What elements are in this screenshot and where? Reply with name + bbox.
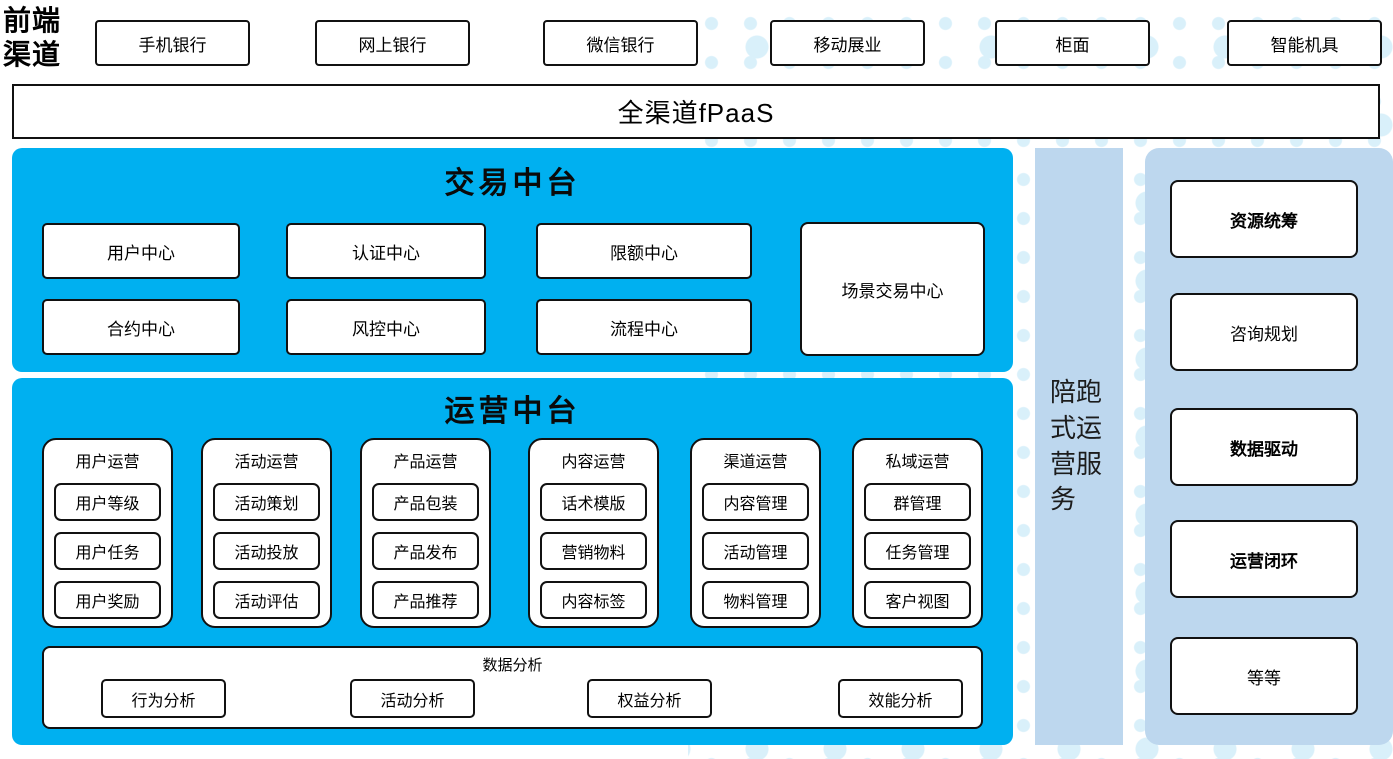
service-box-etc: 等等 [1170,637,1358,715]
analysis-box-efficiency: 效能分析 [838,679,963,718]
op-group-item: 话术模版 [540,483,647,521]
op-group-title: 产品运营 [393,454,458,471]
operation-platform-panel: 运营中台 用户运营 用户等级 用户任务 用户奖励 活动运营 活动策划 活动投放 … [12,378,1013,745]
op-group-title: 活动运营 [234,454,299,471]
op-group-item: 产品发布 [372,532,479,570]
op-group-item: 活动策划 [213,483,320,521]
trade-platform-panel: 交易中台 用户中心 认证中心 限额中心 合约中心 风控中心 流程中心 场景交易中… [12,148,1013,372]
channel-box-smart-device: 智能机具 [1227,20,1382,66]
center-box-limit: 限额中心 [536,223,752,279]
data-analysis-title: 数据分析 [482,657,543,674]
op-group-activity: 活动运营 活动策划 活动投放 活动评估 [201,438,332,628]
op-group-item: 客户视图 [864,581,971,619]
center-box-process: 流程中心 [536,299,752,355]
center-box-scenario-trade: 场景交易中心 [800,222,985,356]
op-group-private-domain: 私域运营 群管理 任务管理 客户视图 [852,438,983,628]
analysis-box-behavior: 行为分析 [101,679,226,718]
service-box-data-driven: 数据驱动 [1170,408,1358,486]
op-group-item: 产品包装 [372,483,479,521]
center-box-risk: 风控中心 [286,299,486,355]
op-group-item: 用户任务 [54,532,161,570]
service-box-operation-loop: 运营闭环 [1170,520,1358,598]
op-group-item: 用户奖励 [54,581,161,619]
operation-platform-title: 运营中台 [444,395,581,428]
op-group-product: 产品运营 产品包装 产品发布 产品推荐 [360,438,491,628]
op-group-user: 用户运营 用户等级 用户任务 用户奖励 [42,438,173,628]
op-group-item: 任务管理 [864,532,971,570]
companion-service-label: 陪跑式运营服务 [1050,376,1103,515]
service-box-consulting: 咨询规划 [1170,293,1358,371]
op-group-title: 用户运营 [75,454,140,471]
op-group-channel: 渠道运营 内容管理 活动管理 物料管理 [690,438,821,628]
op-group-title: 渠道运营 [723,454,788,471]
op-group-item: 活动评估 [213,581,320,619]
companion-service-bar: 陪跑式运营服务 [1035,148,1123,745]
channel-box-mobile-banking: 手机银行 [95,20,250,66]
center-box-user: 用户中心 [42,223,240,279]
analysis-box-rights: 权益分析 [587,679,712,718]
op-group-item: 内容管理 [702,483,809,521]
channel-box-counter: 柜面 [995,20,1150,66]
op-group-content: 内容运营 话术模版 营销物料 内容标签 [528,438,659,628]
op-group-item: 群管理 [864,483,971,521]
trade-platform-title: 交易中台 [444,167,581,200]
op-group-title: 私域运营 [885,454,950,471]
channel-box-online-banking: 网上银行 [315,20,470,66]
channel-box-wechat-banking: 微信银行 [543,20,698,66]
omni-channel-fpaas-bar: 全渠道fPaaS [12,84,1380,139]
op-group-item: 内容标签 [540,581,647,619]
op-group-item: 活动投放 [213,532,320,570]
center-box-auth: 认证中心 [286,223,486,279]
service-box-resource: 资源统筹 [1170,180,1358,258]
op-group-item: 活动管理 [702,532,809,570]
analysis-box-activity: 活动分析 [350,679,475,718]
data-analysis-container: 数据分析 行为分析 活动分析 权益分析 效能分析 [42,646,983,729]
channel-box-mobile-marketing: 移动展业 [770,20,925,66]
front-channel-label: 前端渠道 [3,6,62,72]
center-box-contract: 合约中心 [42,299,240,355]
op-group-item: 营销物料 [540,532,647,570]
op-group-item: 产品推荐 [372,581,479,619]
right-services-panel: 资源统筹 咨询规划 数据驱动 运营闭环 等等 [1145,148,1393,745]
op-group-title: 内容运营 [561,454,626,471]
op-group-item: 物料管理 [702,581,809,619]
op-group-item: 用户等级 [54,483,161,521]
